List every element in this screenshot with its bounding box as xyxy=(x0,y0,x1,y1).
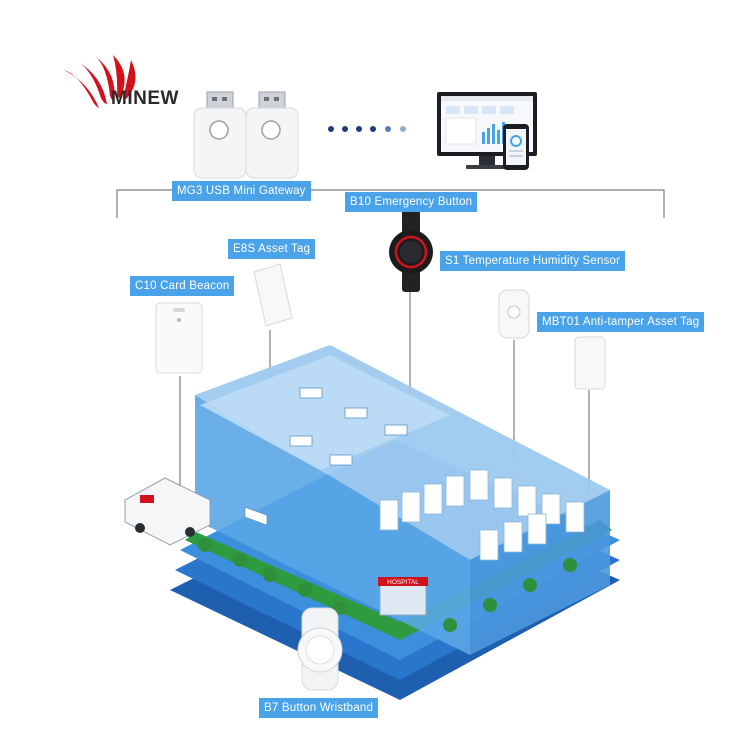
usb-gateway-1 xyxy=(193,91,247,179)
label-emergency-button: B10 Emergency Button xyxy=(345,192,478,212)
c10-card-beacon xyxy=(155,302,203,374)
s1-sensor xyxy=(574,336,606,390)
connection-dot xyxy=(356,126,362,132)
connection-dot xyxy=(400,126,406,132)
ambulance-icon xyxy=(124,477,211,546)
label-card-beacon: C10 Card Beacon xyxy=(130,276,235,296)
label-gateway: MG3 USB Mini Gateway xyxy=(172,181,311,201)
connection-dot xyxy=(342,126,348,132)
hospital-sign: HOSPITAL xyxy=(387,579,419,586)
phone-icon xyxy=(503,124,529,170)
b7-wristband xyxy=(297,607,343,691)
label-wristband: B7 Button Wristband xyxy=(259,698,379,718)
usb-gateway-2 xyxy=(245,91,299,179)
e8s-asset-tag xyxy=(253,263,293,327)
mbt01-antitamper-tag xyxy=(498,289,530,339)
connection-dot xyxy=(370,126,376,132)
connection-dot xyxy=(385,126,391,132)
connection-dot xyxy=(328,126,334,132)
brand-name: MINEW xyxy=(111,88,179,109)
label-asset-tag: E8S Asset Tag xyxy=(228,239,316,259)
label-antitamper-tag: MBT01 Anti-tamper Asset Tag xyxy=(537,312,705,332)
label-sensor: S1 Temperature Humidity Sensor xyxy=(440,251,626,271)
b10-emergency-button xyxy=(389,210,433,292)
hospital-building: HOSPITAL xyxy=(170,345,620,700)
